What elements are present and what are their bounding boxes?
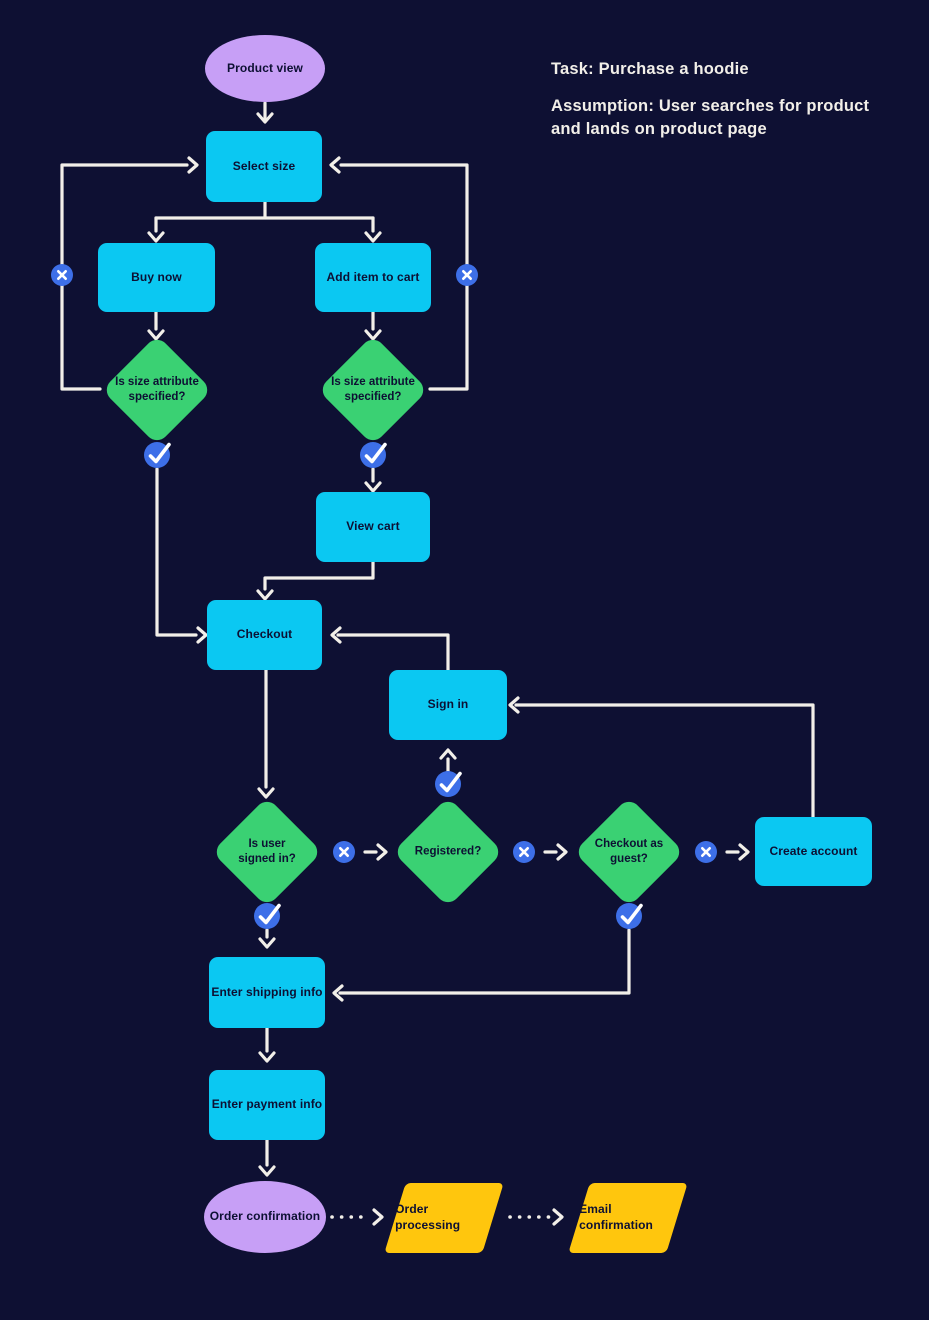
node-size-specified-cart[interactable]: Is size attribute specified?: [317, 334, 429, 446]
x-icon: [513, 841, 535, 863]
check-icon: [254, 903, 281, 929]
node-label: Order processing: [395, 1202, 461, 1232]
yes-badge[interactable]: [254, 903, 281, 929]
node-view-cart[interactable]: View cart: [316, 492, 430, 562]
node-order-confirmation[interactable]: Order confirmation: [204, 1181, 326, 1253]
no-badge[interactable]: [51, 264, 73, 286]
yes-badge[interactable]: [360, 442, 387, 468]
node-label: Create account: [769, 843, 858, 858]
assumption-text: Assumption: User searches for product an…: [551, 96, 870, 138]
node-checkout[interactable]: Checkout: [207, 600, 322, 670]
no-badge[interactable]: [333, 841, 355, 863]
check-icon: [360, 442, 387, 468]
node-enter-shipping-info[interactable]: Enter shipping info: [209, 957, 325, 1028]
x-icon: [695, 841, 717, 863]
node-label: Sign in: [427, 697, 469, 712]
node-label: Is size attribute specified?: [331, 376, 415, 403]
node-label: Registered?: [414, 845, 482, 858]
node-checkout-as-guest[interactable]: Checkout as guest?: [573, 796, 685, 908]
yes-badge[interactable]: [144, 442, 171, 468]
node-product-view[interactable]: Product view: [205, 35, 325, 102]
node-label: Select size: [232, 158, 296, 173]
check-icon: [616, 903, 643, 929]
no-badge[interactable]: [513, 841, 535, 863]
x-icon: [456, 264, 478, 286]
node-select-size[interactable]: Select size: [206, 131, 322, 202]
node-label: View cart: [346, 519, 400, 534]
node-label: Email confirmation: [579, 1202, 653, 1232]
node-label: Buy now: [131, 269, 182, 284]
node-enter-payment-info[interactable]: Enter payment info: [209, 1070, 325, 1140]
node-add-item-to-cart[interactable]: Add item to cart: [315, 243, 431, 312]
node-buy-now[interactable]: Buy now: [98, 243, 215, 312]
node-registered[interactable]: Registered?: [392, 796, 504, 908]
node-label: Order confirmation: [209, 1209, 321, 1224]
check-icon: [435, 771, 462, 797]
node-label: Product view: [227, 60, 303, 75]
node-label: Is size attribute specified?: [115, 376, 199, 403]
node-sign-in[interactable]: Sign in: [389, 670, 507, 740]
x-icon: [333, 841, 355, 863]
no-badge[interactable]: [695, 841, 717, 863]
node-is-user-signed-in[interactable]: Is user signed in?: [211, 796, 323, 908]
heading-block: Task: Purchase a hoodie Assumption: User…: [551, 58, 873, 140]
check-icon: [144, 442, 171, 468]
node-label: Enter shipping info: [211, 984, 323, 999]
node-label: Enter payment info: [211, 1097, 323, 1112]
node-label: Checkout as guest?: [594, 838, 664, 865]
no-badge[interactable]: [456, 264, 478, 286]
node-size-specified-buy[interactable]: Is size attribute specified?: [101, 334, 213, 446]
node-label: Is user signed in?: [238, 838, 296, 865]
x-icon: [51, 264, 73, 286]
yes-badge[interactable]: [616, 903, 643, 929]
yes-badge[interactable]: [435, 771, 462, 797]
node-label: Checkout: [236, 627, 293, 642]
node-create-account[interactable]: Create account: [755, 817, 872, 886]
node-label: Add item to cart: [326, 269, 420, 284]
task-text: Task: Purchase a hoodie: [551, 60, 749, 78]
